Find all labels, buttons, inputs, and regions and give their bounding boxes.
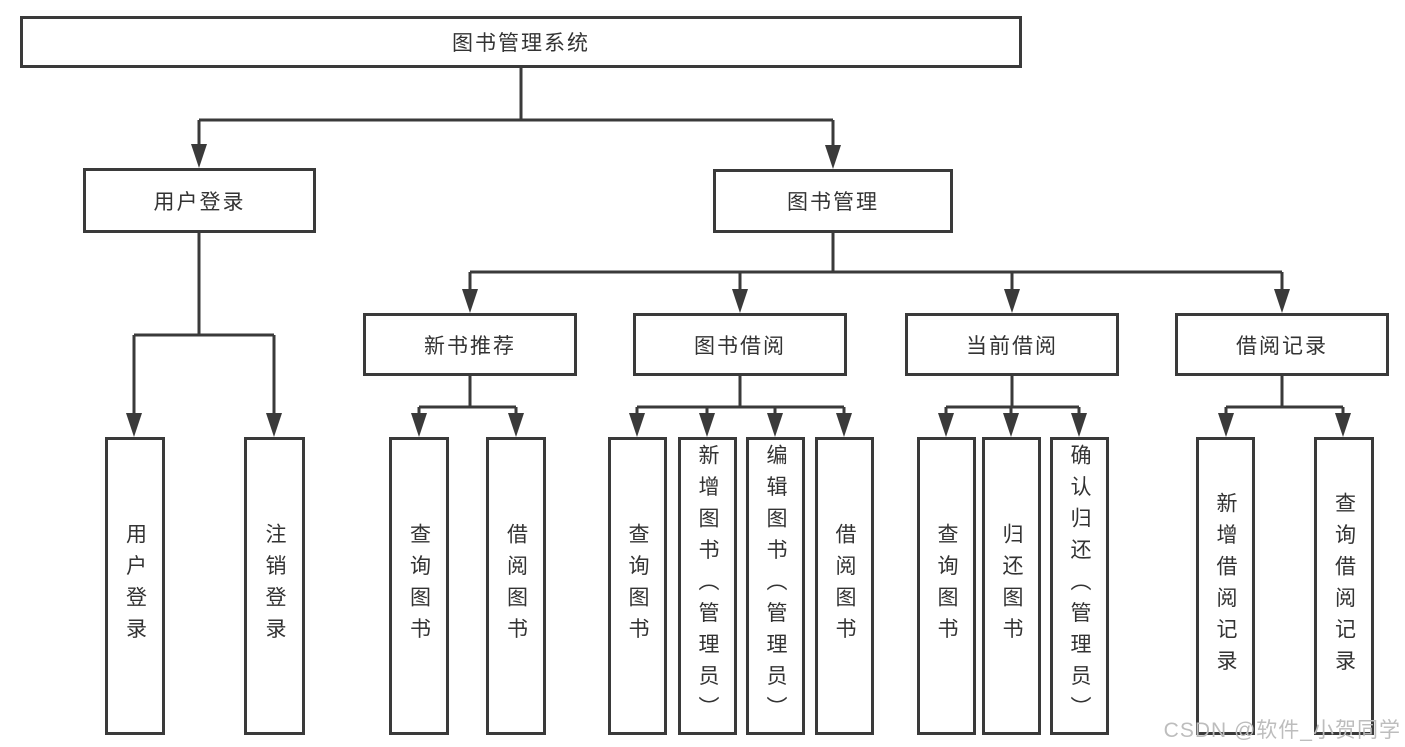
leaf-label: 用户登录 [123, 523, 147, 649]
leaf-label: 借阅图书 [833, 523, 856, 649]
leaf-query-books-borrow: 查询图书 [608, 437, 667, 735]
leaf-add-borrow-record: 新增借阅记录 [1196, 437, 1255, 735]
leaf-label: 新增借阅记录 [1214, 491, 1237, 681]
leaf-label: 确认归还（管理员） [1068, 444, 1091, 728]
leaf-borrow-books-recommend: 借阅图书 [486, 437, 546, 735]
leaf-query-borrow-record: 查询借阅记录 [1314, 437, 1374, 735]
leaf-confirm-return-admin: 确认归还（管理员） [1050, 437, 1109, 735]
node-label: 借阅记录 [1236, 334, 1328, 358]
leaf-edit-book-admin: 编辑图书（管理员） [746, 437, 805, 735]
leaf-query-books-current: 查询图书 [917, 437, 976, 735]
node-user-login: 用户登录 [83, 168, 316, 233]
connector-borrowrecords-to-leaves [1218, 376, 1351, 437]
leaf-borrow-books: 借阅图书 [815, 437, 874, 735]
connector-userlogin-to-leaves [126, 233, 282, 437]
leaf-query-books-recommend: 查询图书 [389, 437, 449, 735]
node-book-management: 图书管理 [713, 169, 953, 233]
leaf-label: 借阅图书 [504, 523, 528, 649]
node-current-borrow: 当前借阅 [905, 313, 1119, 376]
leaf-label: 新增图书（管理员） [696, 444, 719, 728]
leaf-logout: 注销登录 [244, 437, 305, 735]
leaf-label: 查询图书 [626, 523, 649, 649]
leaf-add-book-admin: 新增图书（管理员） [678, 437, 737, 735]
node-library-system: 图书管理系统 [20, 16, 1022, 68]
node-label: 新书推荐 [424, 334, 516, 358]
node-label: 图书管理系统 [452, 32, 590, 55]
connector-bookborrow-to-leaves [629, 376, 852, 437]
leaf-label: 查询借阅记录 [1332, 491, 1356, 681]
node-label: 图书管理 [787, 191, 879, 214]
leaf-label: 查询图书 [407, 523, 431, 649]
leaf-label: 注销登录 [263, 523, 286, 649]
connector-root-to-level2 [191, 68, 841, 169]
leaf-return-book: 归还图书 [982, 437, 1041, 735]
leaf-label: 归还图书 [1000, 523, 1023, 649]
node-label: 当前借阅 [966, 334, 1058, 358]
node-label: 用户登录 [153, 190, 246, 214]
connector-bookmgmt-to-level3 [462, 233, 1290, 313]
leaf-label: 编辑图书（管理员） [764, 444, 787, 728]
node-borrow-records: 借阅记录 [1175, 313, 1389, 376]
node-book-borrow: 图书借阅 [633, 313, 847, 376]
node-new-book-recommend: 新书推荐 [363, 313, 577, 376]
connector-currentborrow-to-leaves [938, 376, 1087, 437]
leaf-user-login: 用户登录 [105, 437, 165, 735]
connector-newbook-to-leaves [411, 376, 524, 437]
node-label: 图书借阅 [694, 334, 786, 358]
csdn-watermark: CSDN @软件_小贺同学 [1163, 719, 1401, 742]
leaf-label: 查询图书 [935, 523, 958, 649]
